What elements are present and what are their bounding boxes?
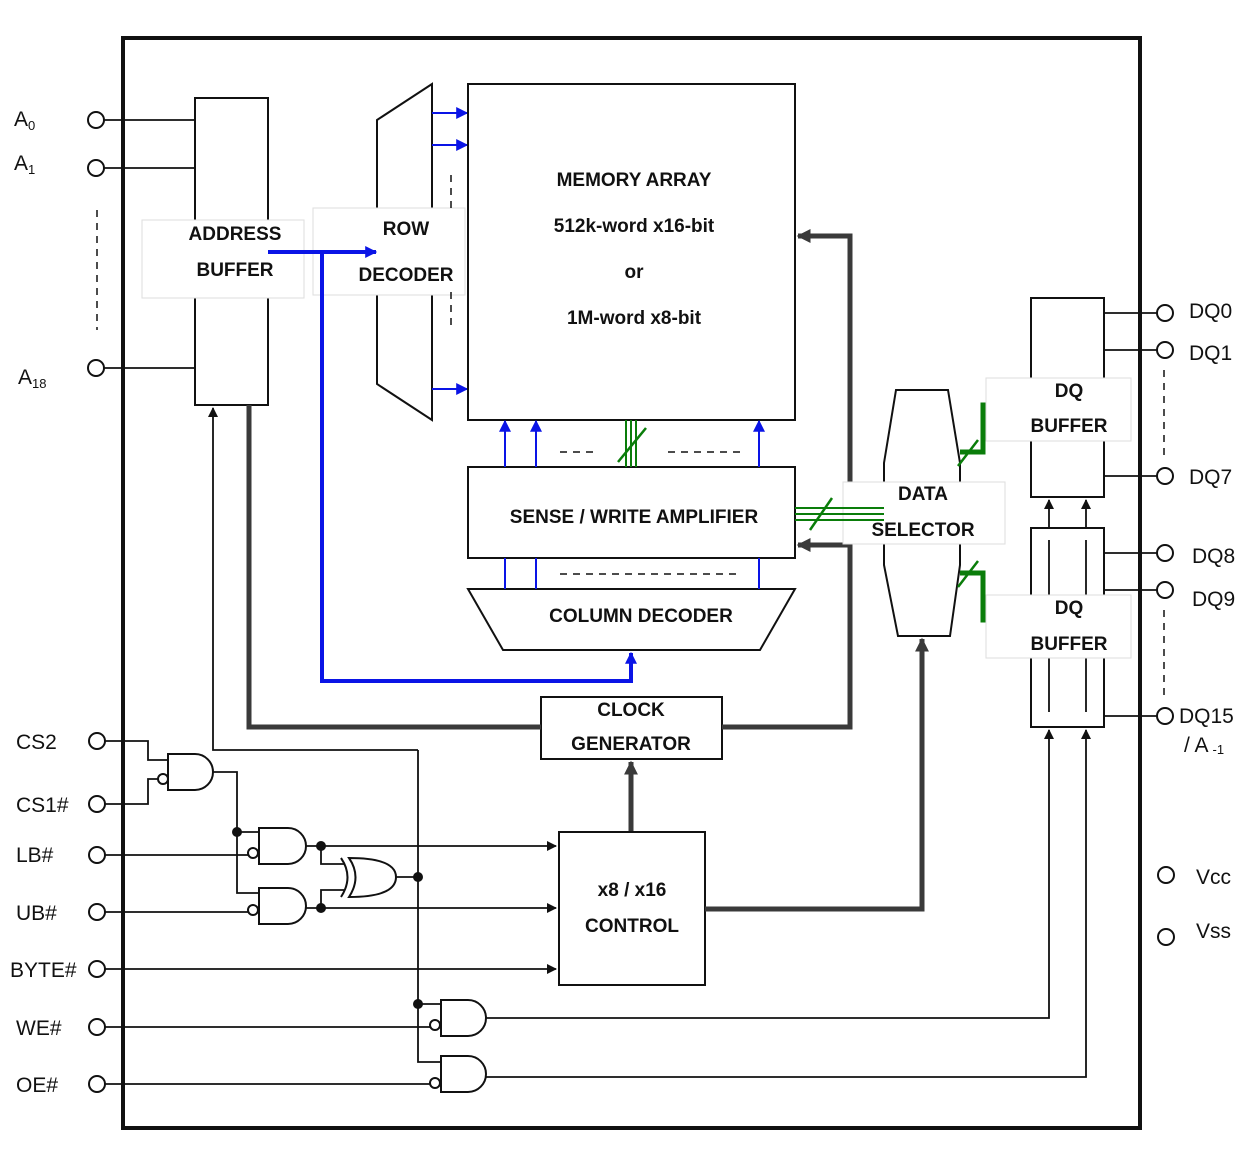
pin-dq1-terminal bbox=[1156, 341, 1174, 359]
data-selector-label-line1: DATA bbox=[898, 484, 948, 505]
cs-and-gate bbox=[167, 753, 214, 791]
control-label-line2: CONTROL bbox=[585, 916, 679, 937]
pin-cs2-terminal bbox=[88, 732, 106, 750]
pin-dq8-label: DQ8 bbox=[1192, 545, 1235, 568]
chip-outline bbox=[121, 36, 1142, 1130]
pin-a0-label: A0 bbox=[14, 108, 35, 133]
address-buffer-label-bg bbox=[141, 219, 305, 299]
pin-dq0-label: DQ0 bbox=[1189, 300, 1232, 323]
row-decoder-label-line1: ROW bbox=[383, 219, 430, 240]
pin-we-terminal bbox=[88, 1018, 106, 1036]
bit-line-arrows bbox=[499, 419, 765, 467]
oe-and-gate bbox=[440, 1055, 487, 1093]
pin-a1-label: A1 bbox=[14, 152, 35, 177]
pin-cs1-terminal bbox=[88, 795, 106, 813]
pin-cs2-label: CS2 bbox=[16, 731, 57, 754]
clock-generator-label-line1: CLOCK bbox=[597, 700, 665, 721]
pin-cs1-label: CS1# bbox=[16, 794, 69, 817]
memory-array-title: MEMORY ARRAY bbox=[557, 170, 712, 191]
control-label-line1: x8 / x16 bbox=[598, 880, 667, 901]
power-pins: Vcc Vss bbox=[1157, 866, 1231, 946]
address-bus bbox=[268, 246, 637, 683]
memory-array-block bbox=[467, 83, 796, 421]
pin-we-label: WE# bbox=[16, 1017, 62, 1040]
dq-buffer-lower-label-line2: BUFFER bbox=[1030, 634, 1107, 655]
pin-dq8-terminal bbox=[1156, 544, 1174, 562]
control-wiring bbox=[105, 407, 1091, 1085]
row-decoder-label-line2: DECODER bbox=[358, 265, 453, 286]
address-buffer-label-line2: BUFFER bbox=[196, 260, 273, 281]
pin-a18-terminal bbox=[87, 359, 105, 377]
row-select-arrows bbox=[432, 107, 469, 395]
sense-write-amplifier-block bbox=[467, 466, 796, 559]
pin-dq9-terminal bbox=[1156, 581, 1174, 599]
pin-a0-terminal bbox=[87, 111, 105, 129]
lb-ub-or-gate bbox=[347, 856, 398, 899]
lb-and-gate bbox=[258, 827, 307, 865]
pin-dq0-terminal bbox=[1156, 304, 1174, 322]
clock-generator-label-line2: GENERATOR bbox=[571, 734, 691, 755]
control-to-selector-bus bbox=[705, 637, 929, 912]
sense-write-amplifier-label: SENSE / WRITE AMPLIFIER bbox=[510, 507, 759, 528]
pin-dq7-label: DQ7 bbox=[1189, 466, 1232, 489]
pin-dq15-alt-label: / A-1 bbox=[1184, 734, 1224, 757]
pin-vcc-label: Vcc bbox=[1196, 866, 1231, 889]
dq-buffer-lower-label-line1: DQ bbox=[1055, 598, 1084, 619]
pin-a1-terminal bbox=[87, 159, 105, 177]
array-data-bus bbox=[617, 420, 647, 467]
memory-array-org-x16: 512k-word x16-bit bbox=[554, 216, 715, 237]
pin-vcc-terminal bbox=[1157, 866, 1175, 884]
memory-array-org-x8: 1M-word x8-bit bbox=[567, 308, 702, 329]
data-selector-label-line2: SELECTOR bbox=[871, 520, 974, 541]
ub-and-gate bbox=[258, 887, 307, 925]
logic-gates bbox=[157, 753, 487, 1093]
pin-ub-terminal bbox=[88, 903, 106, 921]
address-pins: A0 A1 A18 bbox=[14, 108, 195, 391]
pin-ub-label: UB# bbox=[16, 902, 57, 925]
pin-vss-terminal bbox=[1157, 928, 1175, 946]
pin-dq7-terminal bbox=[1156, 467, 1174, 485]
memory-array-or: or bbox=[625, 262, 645, 283]
pin-dq15-label: DQ15 bbox=[1179, 705, 1234, 728]
pin-byte-terminal bbox=[88, 960, 106, 978]
dq-pins: DQ0 DQ1 DQ7 DQ8 DQ9 DQ15 / A-1 bbox=[1104, 300, 1235, 757]
pin-dq9-label: DQ9 bbox=[1192, 588, 1235, 611]
pin-a18-label: A18 bbox=[18, 366, 46, 391]
address-buffer-label-line1: ADDRESS bbox=[189, 224, 282, 245]
dq-buffer-upper-label-line1: DQ bbox=[1055, 381, 1084, 402]
column-decoder-label: COLUMN DECODER bbox=[549, 606, 733, 627]
junction-dots bbox=[232, 827, 423, 1009]
pin-vss-label: Vss bbox=[1196, 920, 1231, 943]
clock-generator-block bbox=[540, 696, 723, 760]
pin-dq15-terminal bbox=[1156, 707, 1174, 725]
pin-lb-label: LB# bbox=[16, 844, 54, 867]
pin-oe-terminal bbox=[88, 1075, 106, 1093]
control-pins: CS2 CS1# LB# UB# BYTE# WE# OE# bbox=[10, 731, 106, 1097]
x8-x16-control-block bbox=[558, 831, 706, 986]
we-and-gate bbox=[440, 999, 487, 1037]
pin-dq1-label: DQ1 bbox=[1189, 342, 1232, 365]
pin-byte-label: BYTE# bbox=[10, 959, 77, 982]
sense-selector-bus bbox=[795, 497, 884, 531]
column-decoder-block bbox=[466, 588, 797, 651]
dq-buffer-lower-label-bg bbox=[985, 594, 1132, 659]
pin-lb-terminal bbox=[88, 846, 106, 864]
dq-buffer-upper-label-bg bbox=[985, 377, 1132, 442]
dq-buffer-upper-label-line2: BUFFER bbox=[1030, 416, 1107, 437]
pin-oe-label: OE# bbox=[16, 1074, 58, 1097]
